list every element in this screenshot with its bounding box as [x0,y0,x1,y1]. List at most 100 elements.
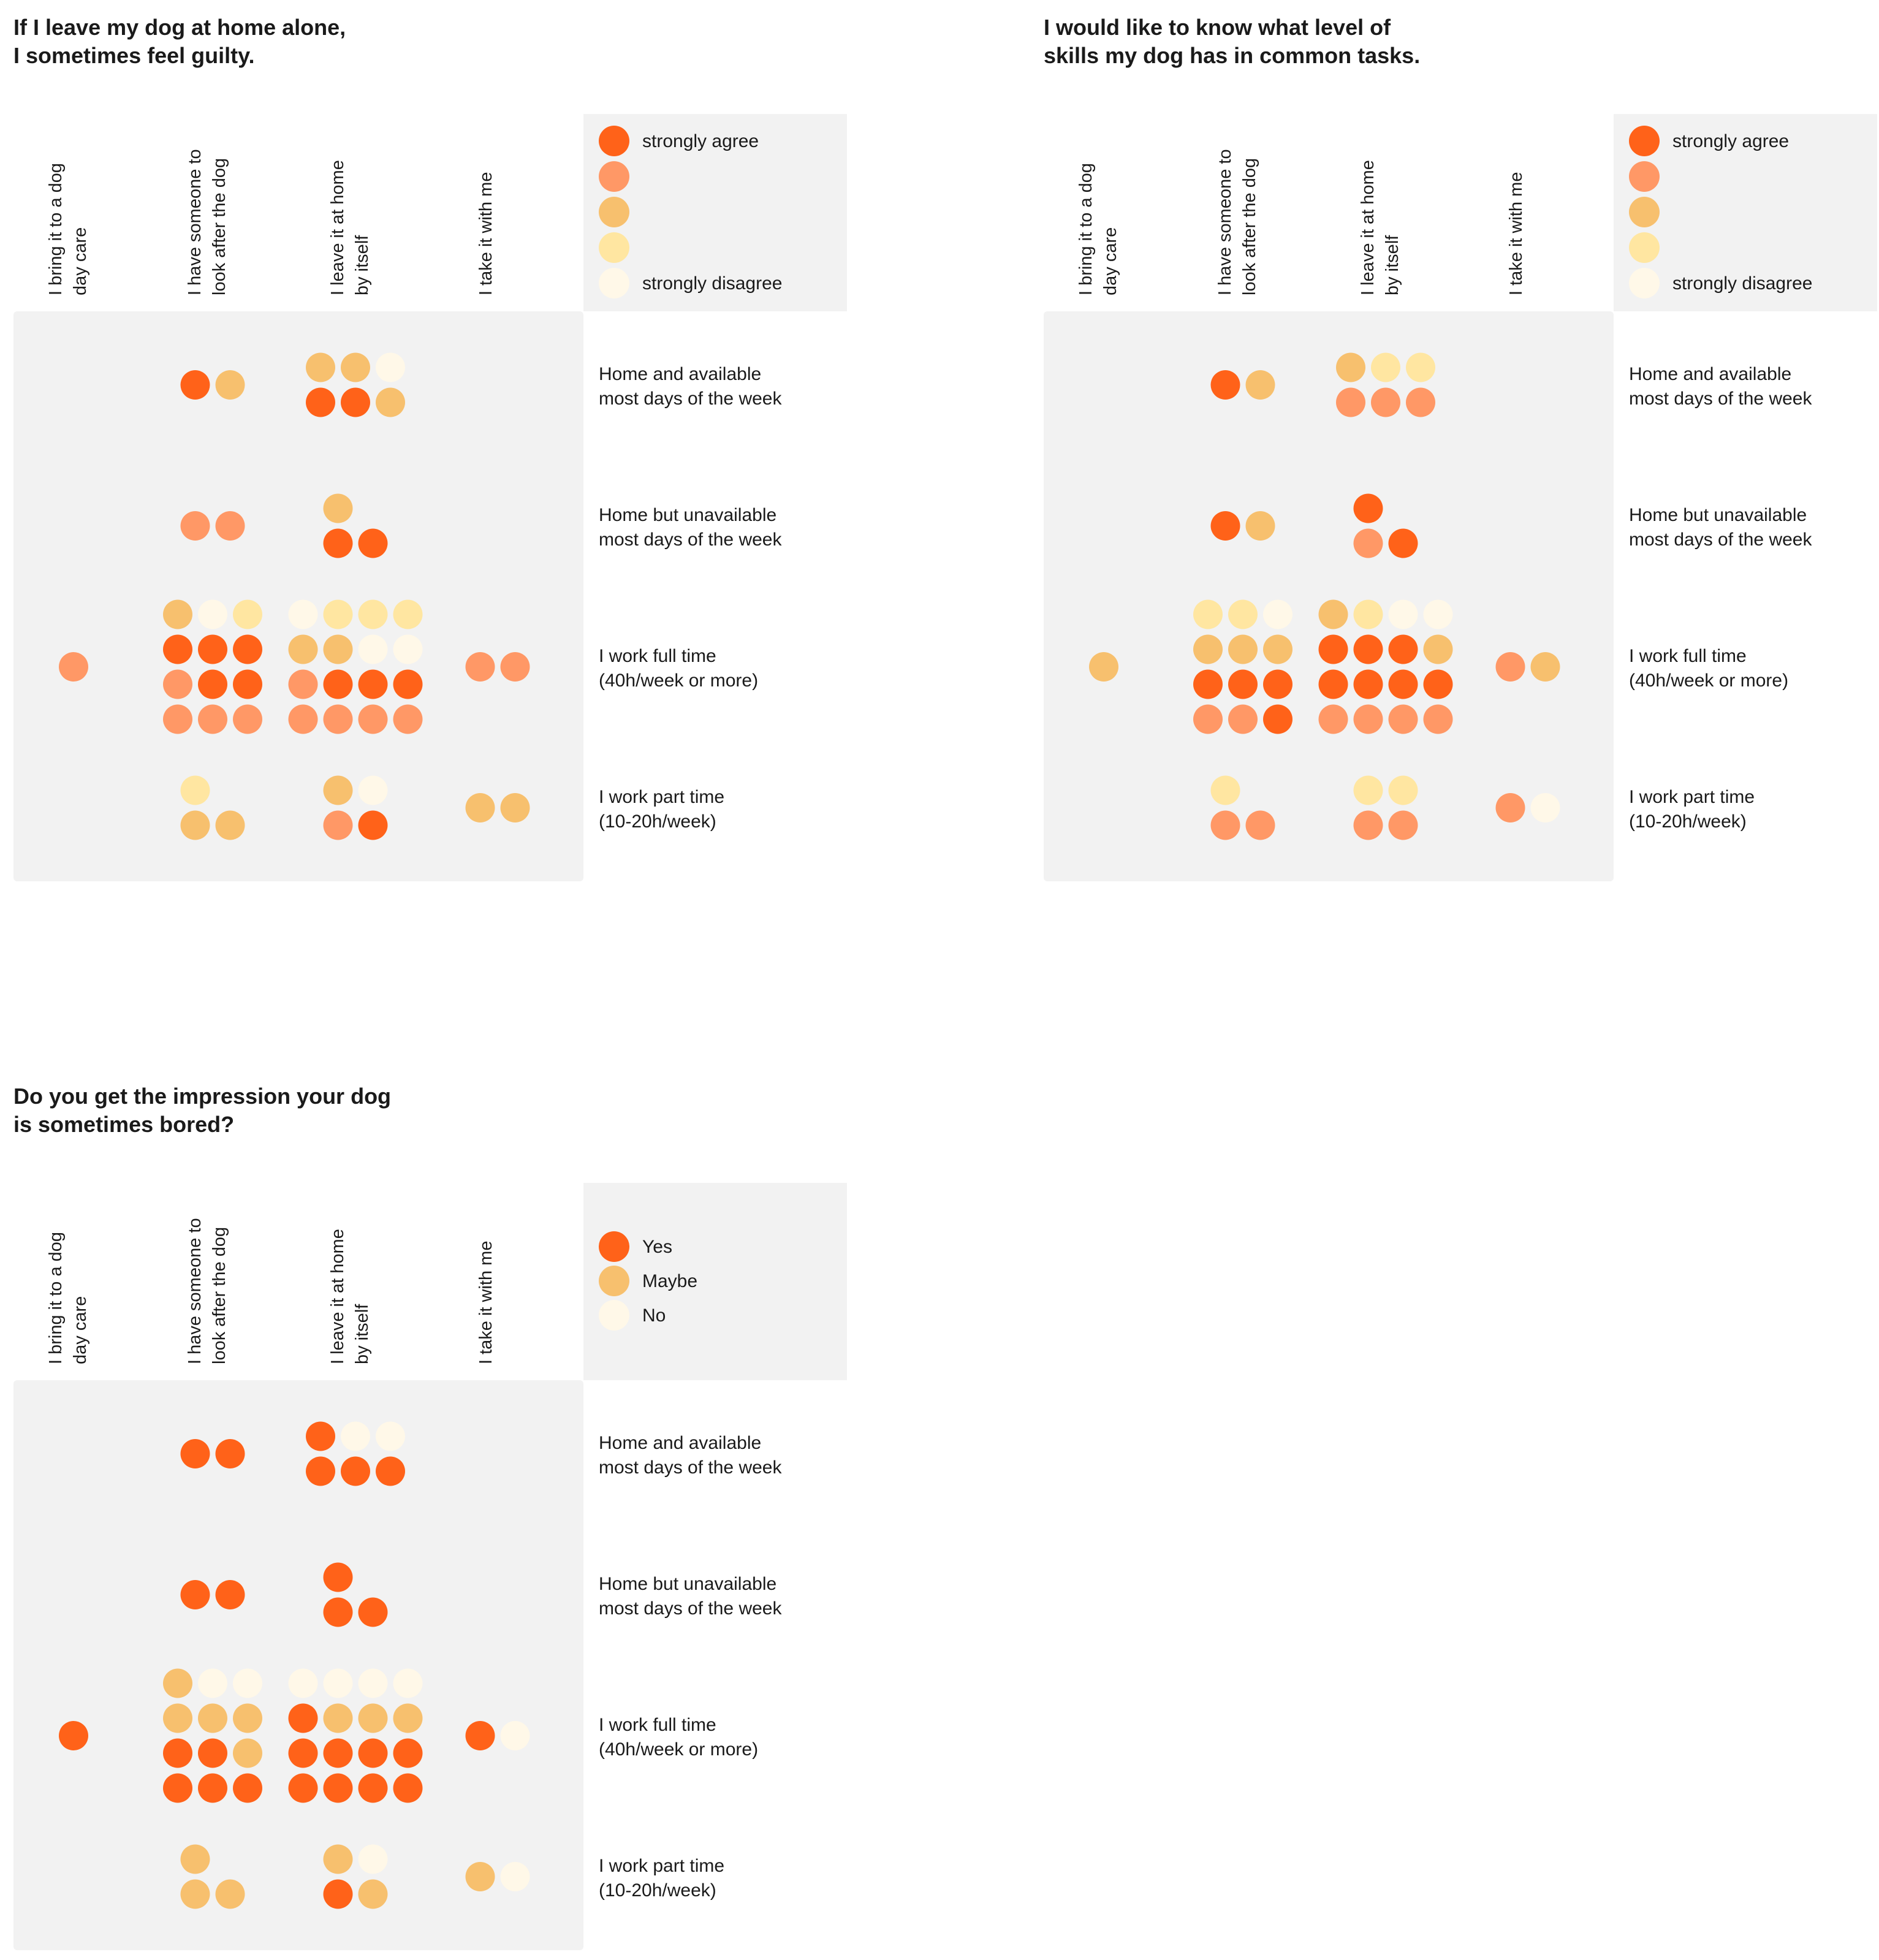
response-dot [323,599,353,629]
response-dot [393,634,423,664]
row-label: I work part time [599,1856,724,1876]
response-dot [1353,669,1383,699]
response-dot [1193,704,1223,734]
response-dot [1406,387,1435,417]
legend-swatch [599,197,629,227]
response-dot [163,1703,192,1733]
chart-title-line: I would like to know what level of [1044,15,1391,40]
row-label: most days of the week [1629,530,1812,550]
response-dot [163,1738,192,1768]
response-dot [1210,370,1240,400]
response-dot [1353,634,1383,664]
response-dot [323,634,353,664]
row-label: Home and available [1629,364,1791,384]
chart-title: I would like to know what level of skills… [1044,13,1420,70]
response-dot [288,1668,318,1698]
response-dot [180,370,210,400]
legend-swatch [599,126,629,156]
response-dot [233,1738,262,1768]
response-dot [323,1773,353,1803]
response-dot [1318,669,1348,699]
column-label: day care [70,1296,90,1364]
response-dot [1318,634,1348,664]
row-label: I work part time [1629,787,1755,807]
response-dot [393,669,423,699]
legend-swatch [1629,126,1660,156]
response-dot [341,1421,370,1451]
response-dot [323,704,353,734]
column-label: I have someone to [185,149,205,295]
response-dot [393,1703,423,1733]
response-dot [1336,387,1365,417]
response-dot [1228,704,1258,734]
response-dot [341,352,370,382]
legend-swatch [1629,197,1660,227]
legend-label: strongly disagree [1672,273,1812,294]
response-dot [306,352,335,382]
response-dot [1495,793,1525,822]
response-dot [500,1721,530,1750]
response-dot [323,810,353,840]
response-dot [1193,634,1223,664]
response-dot [358,1703,388,1733]
response-dot [1353,528,1383,558]
response-dot [465,1721,495,1750]
response-dot [59,1721,88,1750]
response-dot [376,1456,405,1486]
response-dot [233,1703,262,1733]
legend-label: Maybe [642,1271,697,1291]
response-dot [180,1439,210,1468]
row-label: (10-20h/week) [599,1880,716,1901]
response-dot [288,1738,318,1768]
response-dot [198,1738,227,1768]
response-dot [323,1668,353,1698]
grid-background [13,311,583,881]
response-dot [323,669,353,699]
response-dot [1353,704,1383,734]
response-dot [163,634,192,664]
legend-label: No [642,1305,666,1326]
response-dot [1210,810,1240,840]
response-dot [215,511,245,541]
response-dot [198,599,227,629]
response-dot [1388,775,1418,805]
legend-swatch [1629,161,1660,192]
grid-background [1044,311,1614,881]
row-label: most days of the week [599,389,782,409]
chart-title-line: skills my dog has in common tasks. [1044,43,1421,68]
response-dot [180,1580,210,1609]
response-dot [1193,669,1223,699]
response-dot [1263,669,1293,699]
response-dot [1371,387,1400,417]
response-dot [358,634,388,664]
response-dot [233,1773,262,1803]
column-label: look after the dog [210,1227,229,1364]
response-dot [393,704,423,734]
column-label: I have someone to [1215,149,1235,295]
response-dot [323,1597,353,1627]
row-label: most days of the week [1629,389,1812,409]
response-dot [358,1597,388,1627]
response-dot [1263,704,1293,734]
response-dot [358,1738,388,1768]
response-dot [1210,775,1240,805]
row-label: most days of the week [599,1457,782,1478]
row-label: I work full time [599,1715,716,1735]
response-dot [323,1562,353,1592]
response-dot [1388,704,1418,734]
response-dot [393,1668,423,1698]
response-dot [1089,652,1118,682]
row-label: (40h/week or more) [599,670,758,691]
response-dot [1353,775,1383,805]
response-dot [393,1773,423,1803]
response-dot [1388,634,1418,664]
response-dot [323,1844,353,1874]
response-dot [500,1862,530,1891]
column-label: look after the dog [210,158,229,295]
response-dot [1353,599,1383,629]
response-dot [1245,810,1275,840]
response-dot [1353,493,1383,523]
